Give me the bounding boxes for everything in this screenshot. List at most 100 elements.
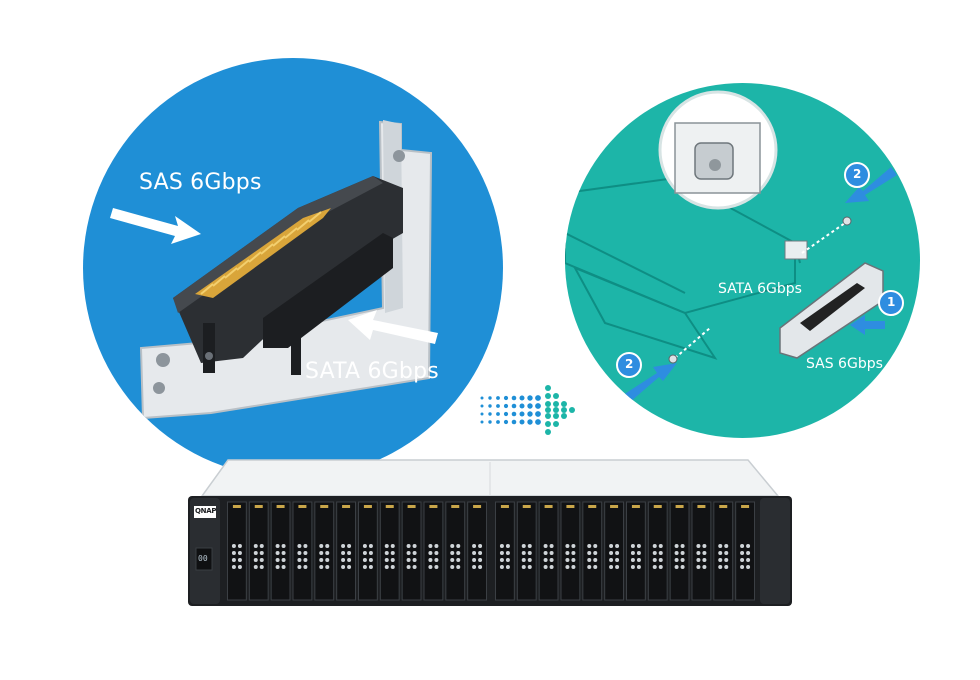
vent-hole (658, 551, 663, 555)
vent-hole (478, 565, 483, 569)
vent-hole (325, 544, 330, 548)
lcd-display: 00 (198, 554, 208, 563)
vent-hole (231, 558, 236, 562)
vent-hole (674, 558, 679, 562)
vent-hole (275, 558, 280, 562)
drive-bay (669, 501, 690, 601)
step-1-number: 1 (887, 295, 896, 309)
vent-hole (472, 544, 477, 548)
drive-tray-illustration (565, 90, 904, 403)
vent-hole (362, 551, 367, 555)
vent-hole (571, 551, 576, 555)
vent-hole (505, 558, 510, 562)
vent-hole (384, 551, 389, 555)
vent-hole (571, 565, 576, 569)
vent-hole (593, 551, 598, 555)
vent-hole (521, 565, 526, 569)
vent-hole (412, 551, 417, 555)
drive-bay (467, 501, 487, 601)
vent-hole (303, 544, 308, 548)
drive-bay (516, 501, 537, 601)
drive-led (342, 505, 351, 508)
vent-hole (680, 558, 685, 562)
vent-hole (434, 565, 439, 569)
drive-led (276, 505, 285, 508)
vent-hole (702, 565, 707, 569)
vent-hole (658, 558, 663, 562)
vent-hole (297, 565, 302, 569)
drive-led (254, 505, 263, 508)
drive-led (407, 505, 416, 508)
vent-hole (630, 551, 635, 555)
vent-hole (527, 544, 532, 548)
vent-hole (543, 544, 548, 548)
arrow-sas-icon (850, 315, 885, 335)
vent-hole (630, 544, 635, 548)
vent-hole (362, 565, 367, 569)
arrow-left-icon (348, 310, 438, 344)
vent-hole (718, 558, 723, 562)
vent-hole (593, 544, 598, 548)
storage-enclosure: QNAP 00 (188, 458, 792, 608)
vent-hole (630, 565, 635, 569)
vent-hole (347, 565, 352, 569)
drive-bay (691, 501, 712, 601)
vent-hole (390, 565, 395, 569)
vent-hole (609, 565, 614, 569)
drive-bay (270, 501, 291, 601)
vent-hole (724, 558, 729, 562)
vent-hole (347, 551, 352, 555)
sas-label-small: SAS 6Gbps (806, 356, 883, 372)
vent-hole (674, 551, 679, 555)
drive-led (473, 505, 482, 508)
vent-hole (281, 544, 286, 548)
vent-hole (593, 558, 598, 562)
vent-hole (674, 544, 679, 548)
vent-hole (615, 544, 620, 548)
vent-hole (521, 558, 526, 562)
vent-hole (412, 558, 417, 562)
vent-hole (702, 544, 707, 548)
vent-hole (231, 544, 236, 548)
vent-hole (565, 544, 570, 548)
vent-hole (740, 558, 745, 562)
drive-led (522, 505, 531, 508)
vent-hole (406, 544, 411, 548)
vent-hole (303, 558, 308, 562)
vent-hole (450, 544, 455, 548)
sas-label: SAS 6Gbps (139, 170, 262, 195)
vent-hole (565, 551, 570, 555)
drive-bay (582, 501, 603, 601)
vent-hole (696, 558, 701, 562)
vent-hole (587, 565, 592, 569)
vent-hole (362, 544, 367, 548)
vent-hole (571, 558, 576, 562)
drive-led (363, 505, 372, 508)
vent-hole (412, 565, 417, 569)
step-2-bottom-number: 2 (625, 357, 634, 371)
vent-hole (674, 565, 679, 569)
vent-hole (434, 551, 439, 555)
vent-hole (478, 551, 483, 555)
vent-hole (718, 544, 723, 548)
vent-hole (297, 551, 302, 555)
vent-hole (702, 551, 707, 555)
vent-hole (630, 558, 635, 562)
vent-hole (341, 551, 346, 555)
vent-hole (549, 565, 554, 569)
vent-hole (636, 558, 641, 562)
arrow-bottom-icon (623, 363, 677, 403)
connector-illustration (110, 120, 438, 420)
vent-hole (652, 551, 657, 555)
vent-hole (527, 551, 532, 555)
vent-hole (478, 558, 483, 562)
vent-hole (472, 565, 477, 569)
vent-hole (478, 544, 483, 548)
drive-bay (713, 501, 734, 601)
step-2-top-number: 2 (853, 167, 862, 181)
vent-hole (549, 544, 554, 548)
vent-hole (281, 551, 286, 555)
vent-hole (543, 565, 548, 569)
vent-hole (587, 544, 592, 548)
step-1-badge (878, 290, 904, 316)
